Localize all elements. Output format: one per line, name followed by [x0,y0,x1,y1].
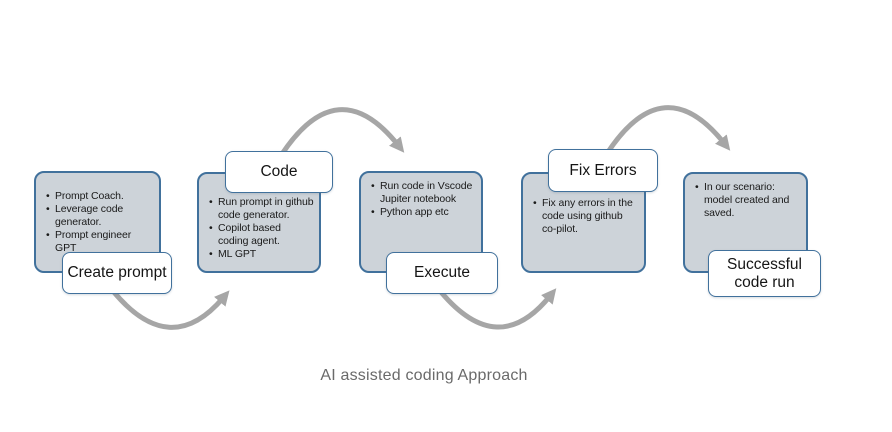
diagram-title: AI assisted coding Approach [320,367,528,384]
stage-label-text: Successful code run [727,256,802,291]
bullet-item: Leverage code generator. [46,203,152,229]
stage-box-code: Run prompt in github code generator. Cop… [197,172,321,273]
stage-label-successful-code-run: Successful code run [708,250,821,297]
stage-label-text: Code [260,163,298,180]
bullet-item: Run prompt in github code generator. [209,196,314,222]
arrow-fixerrors-to-success [605,105,731,154]
stage-label-text: Execute [413,264,470,281]
stage-label-code: Code [225,151,333,193]
arrow-createprompt-to-code [111,289,230,330]
stage-bullets-create-prompt: Prompt Coach. Leverage code generator. P… [36,173,159,261]
bullet-item: Run code in Vscode Jupiter notebook [371,180,474,206]
stage-bullets-execute: Run code in Vscode Jupiter notebook Pyth… [361,173,481,225]
stage-label-fix-errors: Fix Errors [548,149,658,192]
bullet-item: Prompt engineer GPT [46,229,152,255]
bullet-item: Fix any errors in the code using github … [533,197,637,236]
bullet-item: Prompt Coach. [46,190,152,203]
bullet-item: Copilot based coding agent. [209,222,314,248]
stage-label-create-prompt: Create prompt [62,252,172,294]
stage-bullets-fix-errors: Fix any errors in the code using github … [523,174,644,242]
arrow-execute-to-fixerrors [439,288,557,330]
stage-bullets-successful-code-run: In our scenario: model created and saved… [685,174,806,226]
arrow-code-to-execute [279,107,405,156]
stage-bullets-code: Run prompt in github code generator. Cop… [199,174,319,267]
bullet-item: Python app etc [371,206,474,219]
stage-label-text: Create prompt [67,264,167,281]
stage-label-text: Fix Errors [569,161,637,179]
bullet-item: In our scenario: model created and saved… [695,181,799,220]
stage-box-create-prompt: Prompt Coach. Leverage code generator. P… [34,171,161,273]
stage-label-execute: Execute [386,252,498,294]
bullet-item: ML GPT [209,248,314,261]
